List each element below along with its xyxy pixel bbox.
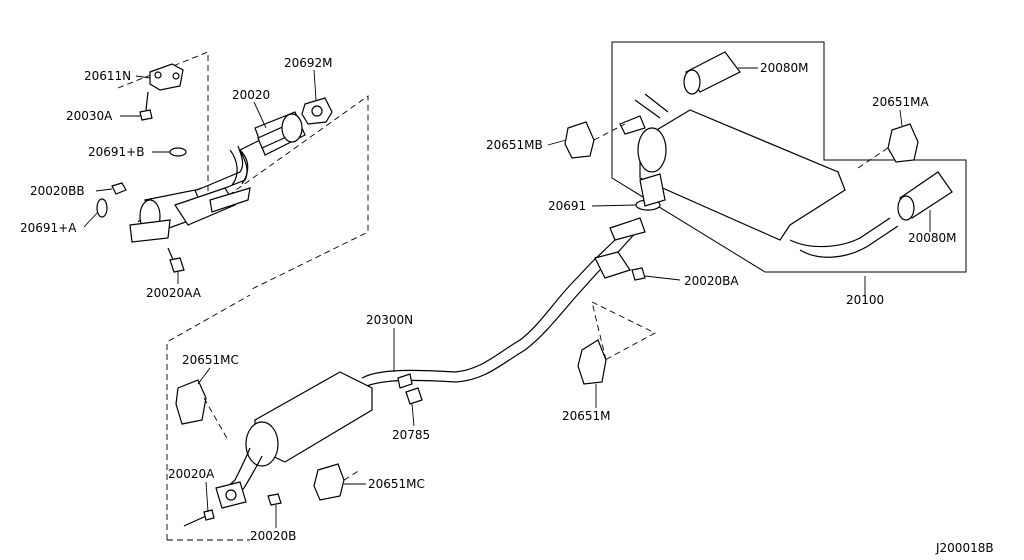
label-20651MC-left: 20651MC xyxy=(182,353,239,367)
hanger-20651MC-left xyxy=(175,379,207,425)
leader-lines xyxy=(83,67,931,528)
nut-20020BA xyxy=(631,267,646,281)
connector-dashes xyxy=(203,123,889,481)
label-20020B: 20020B xyxy=(250,529,296,543)
label-20300N: 20300N xyxy=(366,313,413,327)
label-20020BB: 20020BB xyxy=(30,184,85,198)
bracket-hole-2 xyxy=(172,72,180,80)
hanger-group-outline xyxy=(591,301,656,361)
bracket-20611N xyxy=(149,63,184,91)
front-tube-catalyst xyxy=(129,111,306,243)
bolt-20030A xyxy=(139,91,153,121)
gasket-20691B xyxy=(169,147,187,157)
label-20080M-top: 20080M xyxy=(760,61,809,75)
tail-tip-20080M-top xyxy=(683,51,741,95)
rear-muffler xyxy=(619,93,899,258)
label-20030A: 20030A xyxy=(66,109,113,123)
stud-20020AA xyxy=(167,247,185,273)
hanger-20651MB xyxy=(564,121,595,159)
clamp-20785 xyxy=(405,387,423,405)
clamp-20785-top xyxy=(397,373,413,389)
gasket-hole xyxy=(311,105,323,117)
label-20651MC-bottom: 20651MC xyxy=(368,477,425,491)
label-20651MA: 20651MA xyxy=(872,95,930,109)
nut-20020BB xyxy=(111,182,127,195)
bracket-hole xyxy=(154,71,162,79)
label-20785: 20785 xyxy=(392,428,430,442)
label-20651M: 20651M xyxy=(562,409,611,423)
label-20651MB: 20651MB xyxy=(486,138,543,152)
stud-20020A xyxy=(183,509,215,527)
label-20611N: 20611N xyxy=(84,69,131,83)
center-pipe-20300N xyxy=(361,217,646,389)
label-20692M: 20692M xyxy=(284,56,333,70)
catalyst-group-outline xyxy=(117,51,369,291)
label-20020AA: 20020AA xyxy=(146,286,202,300)
rear-muffler-frame xyxy=(611,41,967,273)
label-20691B: 20691+B xyxy=(88,145,144,159)
label-20020: 20020 xyxy=(232,88,270,102)
label-20020BA: 20020BA xyxy=(684,274,739,288)
diagram-id: J200018B xyxy=(935,541,994,555)
hanger-20651MC-bottom xyxy=(313,463,345,501)
front-muffler xyxy=(215,371,373,509)
tail-tip-20080M-right xyxy=(897,171,953,221)
hanger-20651M xyxy=(577,339,607,385)
label-20691: 20691 xyxy=(548,199,586,213)
nut-20020B xyxy=(267,493,282,506)
label-20020A: 20020A xyxy=(168,467,215,481)
front-muffler-group-outline xyxy=(166,294,251,541)
hanger-20651MA xyxy=(887,123,919,163)
label-20080M-right: 20080M xyxy=(908,231,957,245)
label-20100: 20100 xyxy=(846,293,884,307)
gasket-20691A xyxy=(96,198,108,218)
label-20691A: 20691+A xyxy=(20,221,77,235)
